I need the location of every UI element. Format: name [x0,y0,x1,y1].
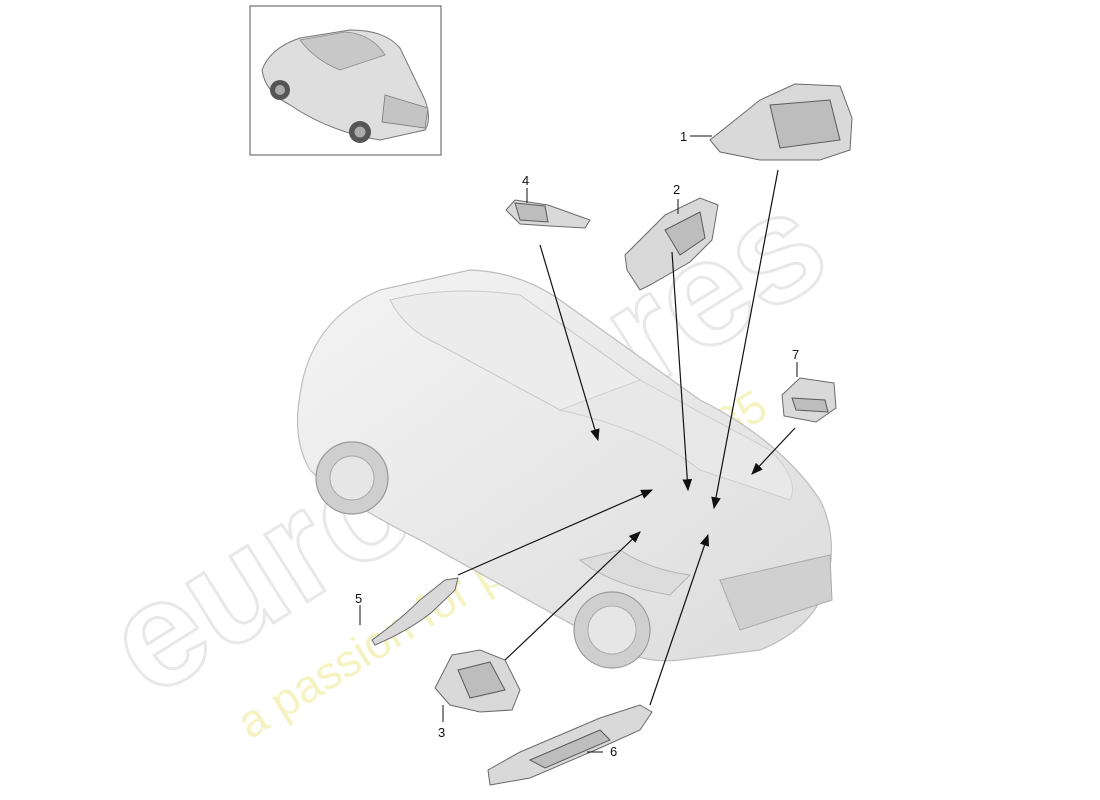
arrow-4 [539,244,600,442]
rear-wheel [315,441,389,515]
front-wheel [573,591,651,669]
callout-6: 6 [610,744,617,759]
arrow-6 [649,533,710,706]
part-6-duct [487,704,653,786]
part-3-bracket [434,649,521,713]
callout-1: 1 [680,129,687,144]
callout-5: 5 [355,591,362,606]
arrow-3 [504,531,641,661]
callout-7: 7 [792,347,799,362]
arrow-5 [457,489,654,576]
callout-2: 2 [673,182,680,197]
part-4-bracket [505,199,591,229]
car-thumbnail-icon [261,29,429,143]
part-7-module [781,377,837,423]
part-5-seal-strip [371,577,459,646]
callout-4: 4 [522,173,529,188]
callout-3: 3 [438,725,445,740]
thumbnail-panel [249,5,442,156]
part-2-bracket [624,197,719,291]
arrow-2 [671,251,693,492]
part-1-cover-panel [709,83,853,161]
arrow-7 [751,427,796,475]
arrow-1 [711,169,779,510]
